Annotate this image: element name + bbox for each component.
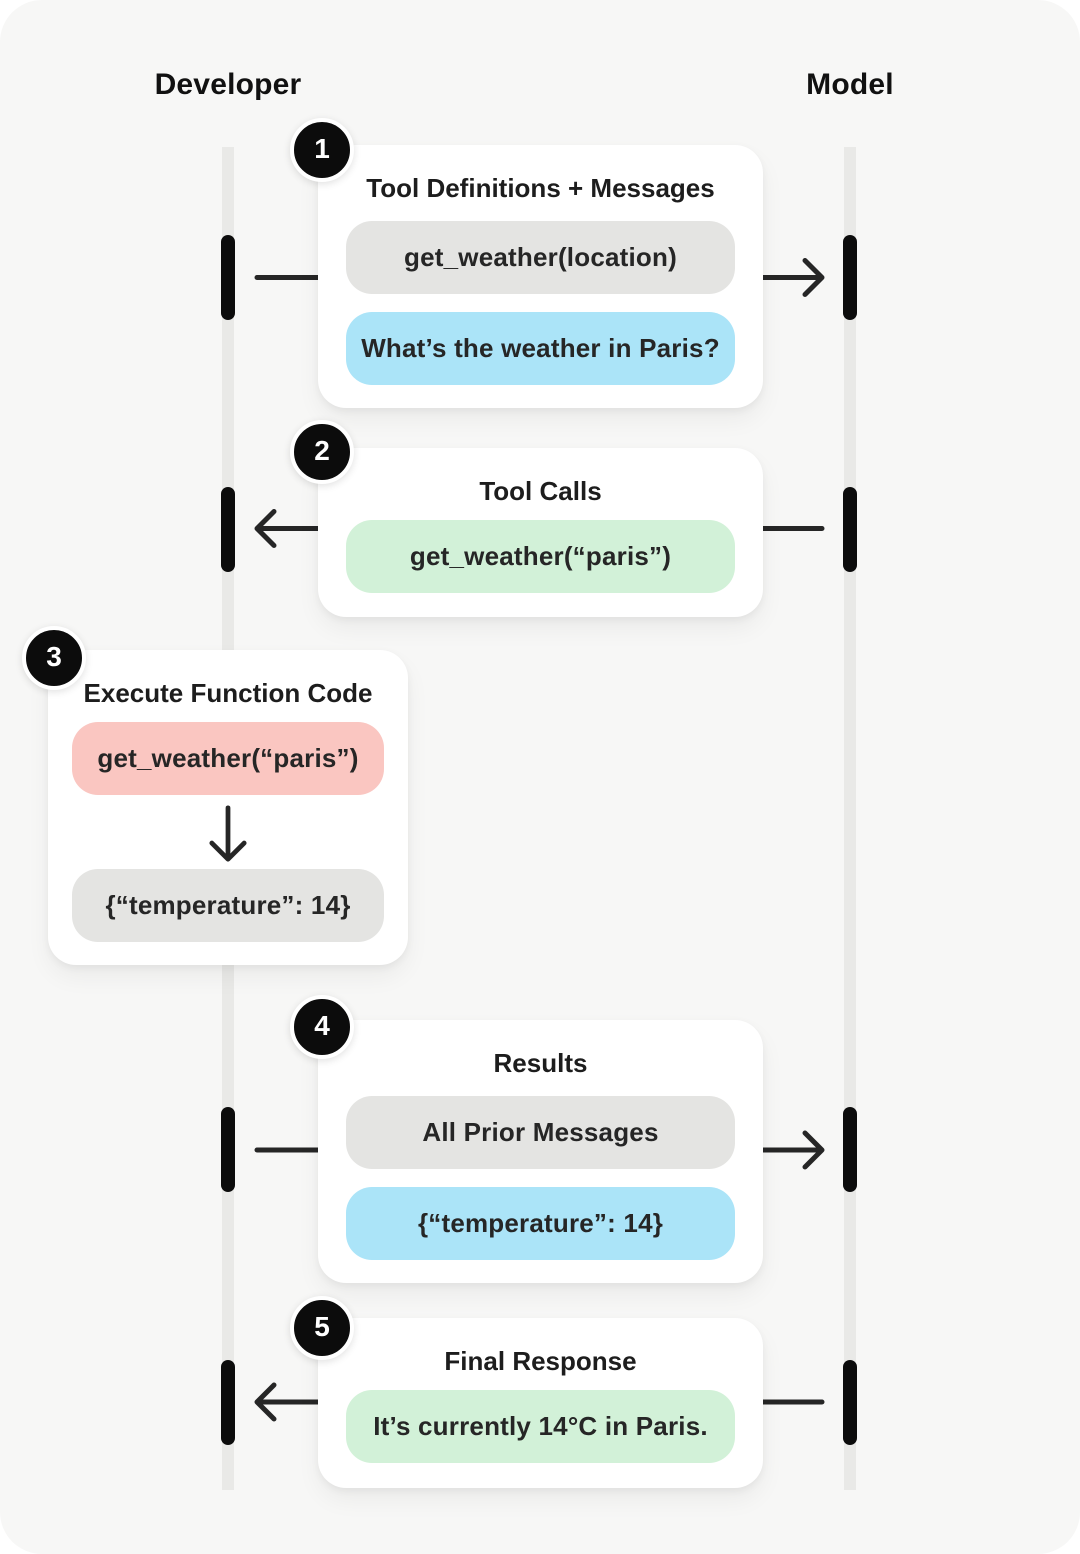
step2-badge: 2 (290, 420, 354, 484)
step2-pill-tool-call: get_weather(“paris”) (346, 520, 735, 593)
activation-bar-model-step4 (843, 1107, 857, 1192)
step5-card: Final Response It’s currently 14°C in Pa… (318, 1318, 763, 1488)
activation-bar-developer-step5 (221, 1360, 235, 1445)
step3-title: Execute Function Code (83, 678, 373, 708)
step4-pill-prior-messages: All Prior Messages (346, 1096, 735, 1169)
activation-bar-model-step1 (843, 235, 857, 320)
step5-badge: 5 (290, 1296, 354, 1360)
step4-pill-tool-result: {“temperature”: 14} (346, 1187, 735, 1260)
down-arrow-icon (209, 805, 247, 862)
activation-bar-developer-step4 (221, 1107, 235, 1192)
step1-badge: 1 (290, 118, 354, 182)
step1-pill-user-message: What’s the weather in Paris? (346, 312, 735, 385)
step3-card: Execute Function Code get_weather(“paris… (48, 650, 408, 965)
step5-number: 5 (314, 1311, 330, 1342)
step5-title: Final Response (444, 1346, 637, 1376)
step2-title: Tool Calls (479, 476, 602, 506)
activation-bar-model-step2 (843, 487, 857, 572)
step3-pill-function-call: get_weather(“paris”) (72, 722, 384, 795)
step4-badge: 4 (290, 995, 354, 1059)
step4-title: Results (493, 1048, 588, 1078)
activation-bar-developer-step1 (221, 235, 235, 320)
activation-bar-developer-step2 (221, 487, 235, 572)
step4-card: Results All Prior Messages {“temperature… (318, 1020, 763, 1283)
step4-number: 4 (314, 1010, 330, 1041)
activation-bar-model-step5 (843, 1360, 857, 1445)
step1-pill-tool-definition: get_weather(location) (346, 221, 735, 294)
step1-number: 1 (314, 133, 330, 164)
step5-pill-final-message: It’s currently 14°C in Paris. (346, 1390, 735, 1463)
step3-pill-function-result: {“temperature”: 14} (72, 869, 384, 942)
actor-label-developer: Developer (154, 68, 302, 101)
actor-label-model: Model (806, 68, 894, 101)
step2-number: 2 (314, 435, 330, 466)
step3-badge: 3 (22, 626, 86, 690)
step1-card: Tool Definitions + Messages get_weather(… (318, 145, 763, 408)
step2-card: Tool Calls get_weather(“paris”) (318, 448, 763, 617)
step1-title: Tool Definitions + Messages (366, 173, 715, 203)
step3-number: 3 (46, 641, 62, 672)
